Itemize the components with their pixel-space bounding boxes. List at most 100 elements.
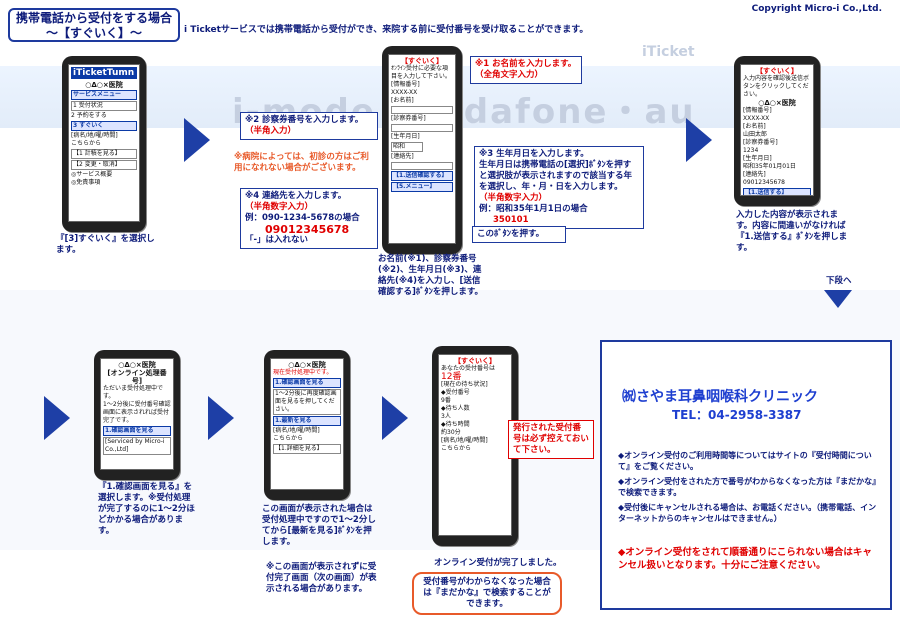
phone6-here[interactable]: こちらから [441,445,472,452]
send-button[interactable]: 【1.送信する】 [743,188,811,195]
phone5-info: [病名/地/曜/時間] [273,427,320,434]
step-arrow-4 [208,396,234,440]
menu-item-here[interactable]: こちらから [71,140,102,147]
phone3-instruction: 入力内容を確認後送信ボタンをクリックしてください。 [743,75,810,98]
callout-birthdate: ※3 生年月日を入力します。 生年月日は携帯電話の[選択]ﾎﾞﾀﾝを押すと選択肢… [474,146,644,229]
name-label: [お名前] [391,97,414,104]
menu-item-overview[interactable]: ◎サービス概要 [71,171,113,178]
phone6-caption: オンライン受付が完了しました。 [434,558,562,568]
phone1-caption: 『[3]すぐいく』を選択します。 [56,234,155,255]
menu-item-status[interactable]: 1 受付状況 [71,101,137,111]
contact-input[interactable] [391,162,453,170]
menu-item-info: [病名/地/曜/時間] [71,132,118,139]
clinic-name: ㈷さやま耳鼻咽喉科クリニック [622,389,818,405]
step-arrow-3 [44,396,70,440]
phone-confirm-display: 【すぐいく】 入力内容を確認後送信ボタンをクリックしてください。 ○Δ○×医院 … [740,64,814,196]
phone2-instruction: ｵﾝﾗｲﾝ受付に必要な項目を入力して下さい。 [391,65,451,80]
service-menu-label: サービスメニュー [71,90,137,100]
menu-item-suguiku[interactable]: 3 すぐいく [71,121,137,131]
contact-label: [連絡先] [391,153,414,160]
phone3-clinic: ○Δ○×医院 [758,99,796,107]
callout-name: ※1 お名前を入力します。 （全角文字入力） [470,56,582,84]
phone5-instruction: 1～2分後に再度確認画面を見るを押してください。 [273,389,341,415]
callout-contact-example: 例：090-1234-5678の場合 [245,213,360,223]
send-confirm-button[interactable]: 【1.送信確認する】 [391,171,453,181]
phone4-title: [オンライン処理番号] [107,369,167,385]
title-line-2: ～【すぐいく】～ [45,26,142,40]
phone3-info-label: [情報番号] [743,107,772,114]
phone3-contact-label: [連絡先] [743,171,766,178]
phone3-card-value: 1234 [743,147,759,154]
phone5-details[interactable]: 【1.詳細を見る】 [273,444,341,454]
callout-contact-title: ※4 連絡先を入力します。 [245,191,347,201]
title-box: 携帯電話から受付をする場合 ～【すぐいく】～ [8,8,180,42]
callout-birth-body: 生年月日は携帯電話の[選択]ﾎﾞﾀﾝを押すと選択肢が表示されますので該当する年を… [479,160,633,192]
phone6-current-value: 9番 [441,397,451,404]
card-number-label: [診察券番号] [391,115,426,122]
phone6-waiting-value: 3人 [441,413,451,420]
phone2-header: 【すぐいく】 [401,57,443,65]
phone5-caption: この画面が表示された場合は受付処理中ですので1～2分してから[最新を見る]ﾎﾞﾀ… [262,504,376,547]
menu-item-disclaimer[interactable]: ◎免責事項 [71,179,101,186]
phone5-here[interactable]: こちらから [273,435,304,442]
phone4-clinic: ○Δ○×医院 [118,361,156,369]
intro-text: i Ticketサービスでは携帯電話から受付ができ、来院する前に受付番号を受け取… [184,25,589,35]
phone-processing-screen: ○Δ○×医院 [オンライン処理番号] ただいま受付処理中です。 1～2分後に受付… [94,350,180,480]
menu-button[interactable]: 【5.メニュー】 [391,182,453,192]
phone1-clinic: ○Δ○×医院 [85,81,123,89]
phone6-time-label: ◆待ち時間 [441,421,470,428]
phone5-status: 現在受付処理中です。 [273,369,333,376]
callout-contact-sub: （半角数字入力） [245,202,314,212]
name-input[interactable] [391,106,453,114]
phone6-oval-note: 受付番号がわからなくなった場合は『まだかな』で検索することができます。 [412,572,562,615]
phone-complete-screen: 【すぐいく】 あなたの受付番号は 12番 [現在の待ち状況] ◆受付番号 9番 … [432,346,518,546]
step-arrow-5 [382,396,408,440]
phone4-status: ただいま受付処理中です。 [103,385,164,400]
phone2-info-label: [情報番号] [391,81,420,88]
phone-input-display: 【すぐいく】 ｵﾝﾗｲﾝ受付に必要な項目を入力して下さい。 [情報番号] XXX… [388,54,456,244]
menu-item-change[interactable]: 【2 変更・取消】 [71,160,137,170]
era-select[interactable]: 昭和 [391,142,423,152]
phone3-header: 【すぐいく】 [756,67,798,75]
callout-card-sub: （半角入力） [245,126,297,136]
itiket-logo: iTicketTumn [71,67,137,79]
copyright: Copyright Micro-i Co.,Ltd. [751,4,882,14]
refresh-button[interactable]: 1.最新を見る [273,416,341,426]
phone-processing-display: ○Δ○×医院 [オンライン処理番号] ただいま受付処理中です。 1～2分後に受付… [100,358,174,470]
callout-birth-sub: （半角数字入力） [479,193,548,203]
phone-confirm-screen: 【すぐいく】 入力内容を確認後送信ボタンをクリックしてください。 ○Δ○×医院 … [734,56,820,206]
clinic-note-3: ◆受付後にキャンセルされる場合は、お電話ください。（携帯電話、インターネットから… [618,503,877,523]
phone-menu-display: iTicketTumn ○Δ○×医院 サービスメニュー 1 受付状況 2 予約を… [68,64,140,222]
phone3-card-label: [診察券番号] [743,139,778,146]
phone6-info: [病名/地/曜/時間] [441,437,488,444]
phone5-note: ※この画面が表示されずに受付完了画面（次の画面）が表示される場合があります。 [266,562,377,594]
view-confirm-button[interactable]: 1.確認画面を見る [103,426,171,436]
phone6-time-value: 約30分 [441,429,461,436]
phone6-waiting-label: ◆待ち人数 [441,405,470,412]
phone-input-screen: 【すぐいく】 ｵﾝﾗｲﾝ受付に必要な項目を入力して下さい。 [情報番号] XXX… [382,46,462,254]
title-line-1: 携帯電話から受付をする場合 [15,11,172,25]
callout-birth-value: 350101 [493,215,529,225]
background-itiket-text: iTicket [642,44,695,60]
phone4-footer: [Serviced by Micro-i Co.,Ltd] [103,437,171,455]
phone3-info-value: XXXX-XX [743,115,770,122]
clinic-info-box: ㈷さやま耳鼻咽喉科クリニック TEL：04-2958-3387 ◆オンライン受付… [600,340,892,610]
phone3-birth-label: [生年月日] [743,155,772,162]
phone5-view-confirm[interactable]: 1.確認画面を見る [273,378,341,388]
down-arrow [824,290,852,308]
phone4-caption: 『1.確認画面を見る』を選択します。※受付処理が完了するのに1～2分ほどかかる場… [98,482,195,536]
phone3-contact-value: 09012345678 [743,179,785,186]
callout-card-number: ※2 診察券番号を入力します。 （半角入力） [240,112,378,140]
birthdate-label: [生年月日] [391,133,420,140]
card-number-input[interactable] [391,124,453,132]
phone4-instruction: 1～2分後に受付番号確認画面に表示されれば受付完了です。 [103,401,171,424]
menu-item-details[interactable]: 【1 計積を見る】 [71,149,137,159]
clinic-note-2: ◆オンライン受付をされた方で番号がわからなくなった方は『まだかな』で検索できます… [618,477,877,497]
menu-item-reserve[interactable]: 2 予約をする [71,112,107,119]
callout-card-title: ※2 診察券番号を入力します。 [245,115,364,125]
phone2-info-value: XXXX-XX [391,89,418,96]
step-arrow-2 [686,118,712,162]
callout-birth-title: ※3 生年月日を入力します。 [479,149,589,159]
phone6-number: 12番 [441,372,462,382]
